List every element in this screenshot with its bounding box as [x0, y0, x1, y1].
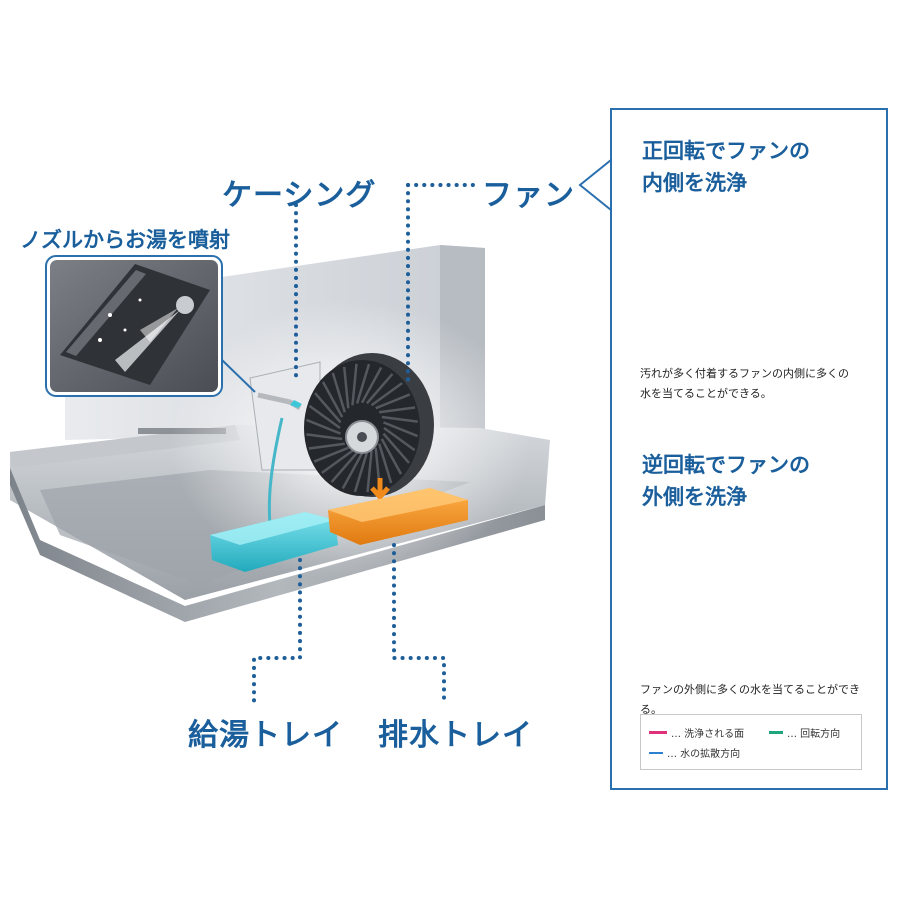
fan-wheel [304, 353, 434, 497]
water-spread-arrow-icon [649, 751, 663, 754]
supply-tray-shape [210, 512, 338, 572]
fan-label: ファン [482, 178, 575, 213]
legend-rotation: … 回転方向 [769, 725, 840, 740]
rotation-explanation-panel: 正回転でファンの 内側を洗浄 汚れが多く付着するファンの内側に多くの 水を当てる… [610, 108, 888, 790]
washed-surface-swatch [649, 731, 667, 734]
forward-title-line2: 内側を洗浄 [642, 171, 747, 195]
legend-washed-surface: … 洗浄される面 [649, 725, 744, 740]
legend-water-spread: … 水の拡散方向 [649, 745, 740, 760]
drain-tray-shape [328, 488, 468, 545]
legend: … 洗浄される面 … 回転方向 … 水の拡散方向 [640, 714, 862, 770]
forward-desc-line2: 水を当てることができる。 [640, 387, 772, 400]
leader-lines [252, 183, 477, 707]
forward-title-line1: 正回転でファンの [642, 139, 810, 163]
fan-callout-chevron [578, 159, 612, 211]
nozzle-label: ノズルからお湯を噴射 [20, 228, 230, 252]
reverse-title-line2: 外側を洗浄 [642, 485, 747, 509]
rotation-arrow-icon [769, 731, 783, 734]
drain-tray-label: 排水トレイ [378, 718, 533, 753]
reverse-title-line1: 逆回転でファンの [642, 453, 810, 477]
nozzle-photo [45, 255, 256, 397]
supply-tray-label: 給湯トレイ [188, 718, 343, 753]
forward-desc-line1: 汚れが多く付着するファンの内側に多くの [640, 367, 849, 380]
casing-label: ケーシング [222, 178, 377, 213]
reverse-desc-line1: ファンの外側に多くの水を当てることができる。 [640, 683, 860, 716]
